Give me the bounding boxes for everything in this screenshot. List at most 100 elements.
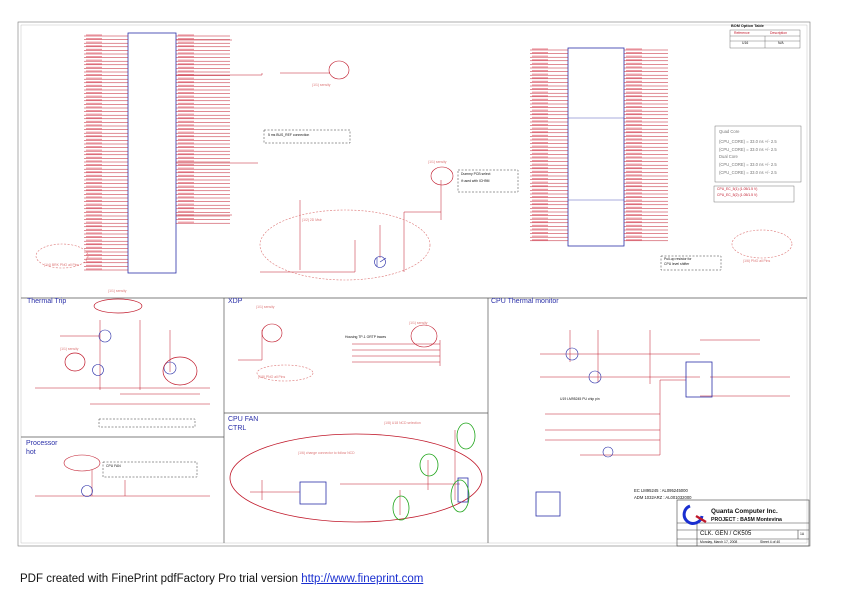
ck505-right-pin-label-mark [178,88,194,90]
dashed-right-box [660,255,722,271]
cpu-ic-right-pin-label-mark [626,174,642,176]
lm-note: U19 LM95245 PU chip pin [560,397,600,401]
ck505-left-pin-label-mark [86,196,102,198]
cpu-ic-left-pin-label-mark [532,66,548,68]
cpu-ic-left-pin-label-mark [532,142,548,144]
ck505-left-pin-label-mark [86,110,102,112]
cpu-ic-left-pin-label-mark [532,174,548,176]
fan-connector [457,477,469,503]
ck505-left-pin-label-mark [86,45,102,47]
rc-3: (1/1) sensity [108,289,127,293]
ck505-left-pin-label-mark [86,95,102,97]
ck505-left-pin-label-mark [86,232,102,234]
cpu-ic-left-pin-label-mark [532,84,548,86]
ck505-left-pin-label-mark [86,171,102,173]
thermal-trip-circuit [35,320,210,405]
ck505-right-pin-label-mark [178,45,194,47]
ck505-left-pin-label-mark [86,178,102,180]
ck505-left-pin-label-mark [86,160,102,162]
ck505-right-pin-label-mark [178,171,194,173]
cpu-ic-left-pin-label-mark [532,59,548,61]
ck505-left-pin-label-mark [86,221,102,223]
cpu-ic-right-pin-label-mark [626,196,642,198]
cpu-ic-right-pin-label-mark [626,210,642,212]
cpu-ic-right-pin-label-mark [626,95,642,97]
bottom-small-ic [535,491,561,517]
ck505-right-pin-label-mark [178,146,194,148]
option-table-row2: N/A [778,41,784,45]
ck505-left-pin-label-mark [86,120,102,122]
ck505-left-pin-label-mark [86,102,102,104]
ck505-left-pin-label-mark [86,34,102,36]
pulldown-note-3: if used with ICH9M [461,179,490,183]
cpu-ic-left-pin-label-mark [532,203,548,205]
cpu-ic-left-pin-label-mark [532,77,548,79]
cpu-ic-left-pin-label-mark [532,224,548,226]
cpu-ic-right-pin-label-mark [626,224,642,226]
cpu-ic-body [567,47,625,247]
ck505-left-pin-label-mark [86,246,102,248]
lm95245-ic [685,361,713,398]
cpu-ic-right-pin-label-mark [626,138,642,140]
ck505-right-pin-label-mark [178,77,194,79]
cpu-ic-left-pin-label-mark [532,52,548,54]
ck505-right-pin-label-mark [178,92,194,94]
ck505-left-pin-label-mark [86,56,102,58]
ck505-left-pin-label-mark [86,131,102,133]
option-dim: Dummy PCB select [461,172,491,176]
title-sheet: Sheet 4 of 40 [760,540,781,544]
ck505-right-pin-label-mark [178,174,194,176]
cpu-ic-right-pin-label-mark [626,185,642,187]
option-table-row1: U16 [742,41,749,45]
title-project: PROJECT : BA5M Montevina [711,517,782,523]
ck505-right-pin-label-mark [178,200,194,202]
cpu-ic-left-pin-label-mark [532,178,548,180]
ck505-right-pin-label-mark [178,142,194,144]
cpu-ic-right-pin-label-mark [626,98,642,100]
ck505-left-pin-label-mark [86,203,102,205]
cpu-ic-right-pin-label-mark [626,163,642,165]
ck505-left-pin-label-mark [86,92,102,94]
ck505-right-pin-label-mark [178,149,194,151]
cpu-ic-left-pin-label-mark [532,131,548,133]
ck505-left-pin-label-mark [86,257,102,259]
ck505-right-pin-label-mark [178,138,194,140]
cpu-ic-right-pin-label-mark [626,188,642,190]
ck505-left-pin-label-mark [86,156,102,158]
cpu-ic-right-pin-label-mark [626,149,642,151]
option-table-col2: Description [770,31,787,35]
cpu-ic-right-pin-label-mark [626,206,642,208]
ck505-right-pin-label-mark [178,160,194,162]
fs-line-3: (CPU_CORE) = 33.0 ns +/- 2.5 [719,162,777,167]
ck505-right-pin-label-mark [178,63,194,65]
fs-title-2: Dual Core [719,154,738,159]
rc-7: (1/4) BRK PNO all Pins [44,263,80,267]
ck505-right-pin-label-mark [178,218,194,220]
ck505-right-pin-label-mark [178,207,194,209]
cpu-ic-left-pin-label-mark [532,73,548,75]
cpu-ic-left-pin-label-mark [532,160,548,162]
cpu-ic-left-pin-label-mark [532,239,548,241]
cpu-ic-left-pin-label-mark [532,170,548,172]
review-ellipses-top [35,60,793,281]
cpu-ic-left-pin-label-mark [532,124,548,126]
cpu-ic-left-pin-label-mark [532,95,548,97]
bom-option-table [729,29,801,49]
cpu-clock-ic [530,47,668,247]
ck505-left-pin-label-mark [86,268,102,270]
cpu-ic-right-pin-label-mark [626,91,642,93]
cpu-ic-left-pin-label-mark [532,167,548,169]
clock-gen-left [84,32,230,274]
cpu-ic-left-pin-label-mark [532,163,548,165]
rc-2: (1/1) sensity [428,160,447,164]
ck505-right-pin-label-mark [178,189,194,191]
cpu-ic-right-pin-label-mark [626,127,642,129]
ck505-right-pin-label-mark [178,74,194,76]
ck505-right-pin-label-mark [178,113,194,115]
ck505-left-pin-label-mark [86,81,102,83]
section-ctrl: CTRL [228,425,247,432]
ck505-right-pin-label-mark [178,48,194,50]
ck505-right-pin-label-mark [178,41,194,43]
cpu-ic-left-pin-label-mark [532,138,548,140]
footer-link[interactable]: http://www.fineprint.com [301,573,424,585]
